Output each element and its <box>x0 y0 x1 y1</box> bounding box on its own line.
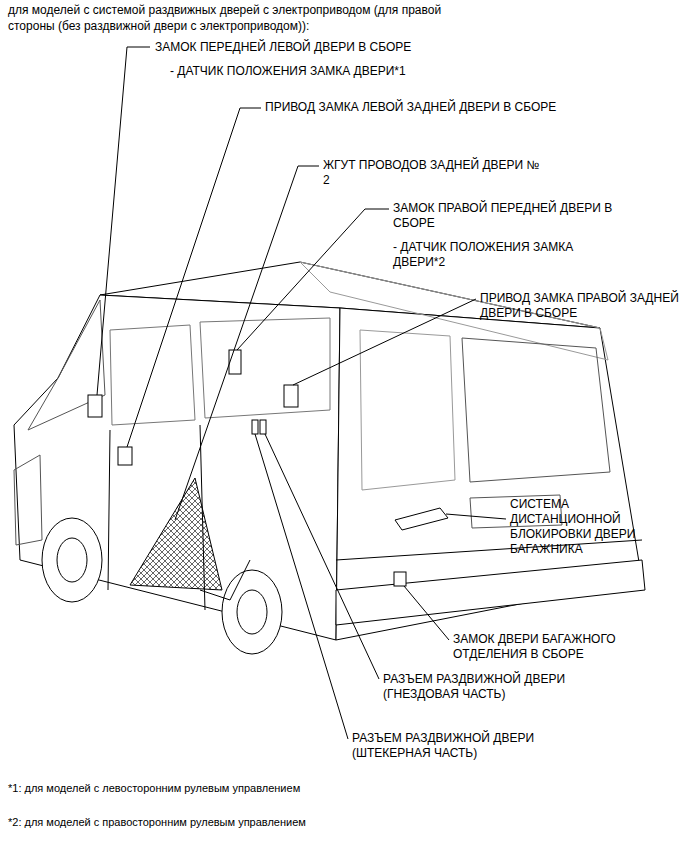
leader-line <box>237 209 389 350</box>
van-body <box>200 318 330 418</box>
part-label: ЖГУТ ПРОВОДОВ ЗАДНЕЙ ДВЕРИ № 2 <box>323 158 545 188</box>
van-body <box>14 295 340 640</box>
door-parts <box>118 447 132 465</box>
part-label: ПРИВОД ЗАМКА ПРАВОЙ ЗАДНЕЙ ДВЕРИ В СБОРЕ <box>480 291 682 321</box>
van-body <box>336 560 645 625</box>
door-parts <box>229 350 241 374</box>
wheel <box>57 538 87 582</box>
footnote: *1: для моделей с левосторонним рулевым … <box>8 781 648 795</box>
van-body <box>462 338 610 482</box>
part-note: - ДАТЧИК ПОЛОЖЕНИЯ ЗАМКА ДВЕРИ*1 <box>170 64 470 79</box>
part-label: СИСТЕМА ДИСТАНЦИОННОЙ БЛОКИРОВКИ ДВЕРИ Б… <box>510 497 655 557</box>
van-body <box>28 300 105 430</box>
leader-line <box>446 514 506 519</box>
van-body <box>336 540 642 560</box>
door-parts <box>395 508 448 530</box>
leader-line <box>175 166 319 520</box>
diagram-title: для моделей с системой раздвижных дверей… <box>8 2 478 34</box>
part-label: ЗАМОК ДВЕРИ БАГАЖНОГО ОТДЕЛЕНИЯ В СБОРЕ <box>453 632 678 662</box>
van-body <box>108 430 110 590</box>
wheel <box>222 570 282 654</box>
door-parts <box>284 385 298 407</box>
door-parts <box>260 420 266 434</box>
van-body <box>360 330 455 490</box>
door-parts <box>88 395 102 417</box>
door-parts <box>252 420 258 434</box>
part-note: - ДАТЧИК ПОЛОЖЕНИЯ ЗАМКА ДВЕРИ*2 <box>393 240 625 270</box>
leader-line <box>404 586 449 640</box>
door-parts <box>394 572 406 586</box>
part-label: ЗАМОК ПЕРЕДНЕЙ ЛЕВОЙ ДВЕРИ В СБОРЕ <box>155 40 475 55</box>
door-parts <box>200 560 250 600</box>
footnote: *2: для моделей с правосторонним рулевым… <box>8 815 648 829</box>
leader-line <box>97 47 150 395</box>
door-parts <box>130 478 222 590</box>
leader-line <box>127 108 261 447</box>
leader-line <box>293 299 476 385</box>
van-body <box>14 455 42 545</box>
van-body <box>110 325 195 425</box>
part-label: РАЗЪЕМ РАЗДВИЖНОЙ ДВЕРИ (ШТЕКЕРНАЯ ЧАСТЬ… <box>352 731 592 761</box>
wheel <box>42 518 102 602</box>
leader-line <box>265 434 379 679</box>
part-label: ЗАМОК ПРАВОЙ ПЕРЕДНЕЙ ДВЕРИ В СБОРЕ <box>393 201 643 231</box>
wheel <box>237 590 267 634</box>
part-label: ПРИВОД ЗАМКА ЛЕВОЙ ЗАДНЕЙ ДВЕРИ В СБОРЕ <box>265 100 557 115</box>
part-label: РАЗЪЕМ РАЗДВИЖНОЙ ДВЕРИ (ГНЕЗДОВАЯ ЧАСТЬ… <box>383 672 615 702</box>
leader-line <box>255 434 348 739</box>
leader-line <box>97 47 506 739</box>
